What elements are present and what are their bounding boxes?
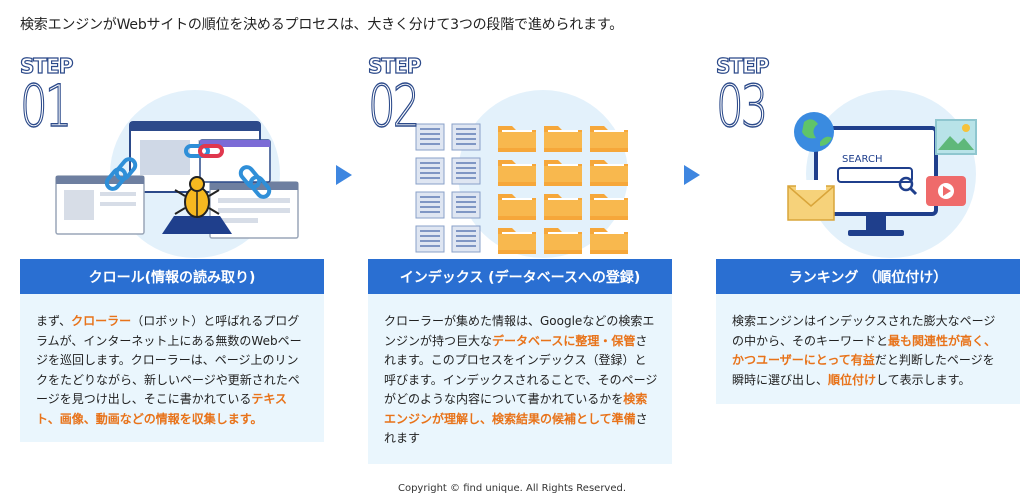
copyright: Copyright © find unique. All Rights Rese… [397, 483, 627, 494]
desc-text: だと判断したページを瞬時に選び出し、 [732, 353, 995, 387]
step-title: インデックス (データベースへの登録) [368, 259, 672, 294]
desc-text: して表示します。 [876, 372, 971, 387]
highlight-text: 順位付け [828, 372, 877, 387]
chain-icon [104, 144, 272, 199]
index-illustration [398, 84, 658, 259]
document-icon [451, 157, 481, 185]
mail-icon [787, 180, 835, 221]
document-icon [415, 225, 445, 253]
step-description: クローラーが集めた情報は、Googleなどの検索エンジンが持つ巨大なデータベース… [368, 294, 672, 464]
step-label: STEP [715, 54, 770, 78]
document-icon [451, 123, 481, 151]
desc-text: 検索エンジンはインデックスされた膨大なページの中から、そのキーワードと [732, 314, 996, 348]
desc-text: （ロボット）と呼ばれるプログラムが、インターネット上にある無数のWebページを巡… [36, 314, 302, 406]
ranking-illustration: SEARCH [746, 84, 1006, 259]
video-icon [926, 176, 966, 206]
bug-icon [174, 176, 220, 218]
document-icon [451, 191, 481, 219]
step-title: ランキング （順位付け） [716, 259, 1020, 294]
document-icon [415, 191, 445, 219]
document-icon [451, 225, 481, 253]
step-description: まず、クローラー（ロボット）と呼ばれるプログラムが、インターネット上にある無数の… [20, 294, 324, 442]
desc-text: クローラーが集めた情報は、Googleなどの検索エンジンが持つ巨大な [384, 314, 655, 348]
highlight-text: データベースに整理・保管 [492, 333, 636, 348]
step-badge: STEP 01 [19, 54, 90, 146]
step-title: クロール(情報の読み取り) [20, 259, 324, 294]
step-label: STEP [367, 54, 422, 78]
arrow-right-icon [336, 165, 352, 185]
step-number: 03 [715, 72, 768, 140]
highlight-text: 最も関連性が高く、かつユーザーにとって有益 [732, 333, 997, 368]
search-label: SEARCH [842, 154, 882, 165]
step-number: 02 [367, 72, 420, 140]
image-icon [935, 119, 977, 155]
step-description: 検索エンジンはインデックスされた膨大なページの中から、そのキーワードと最も関連性… [716, 294, 1020, 404]
step-badge: STEP 03 [715, 54, 786, 146]
desc-text: まず、 [36, 314, 72, 328]
document-icon [415, 157, 445, 185]
globe-icon [794, 112, 834, 152]
highlight-text: 検索エンジンが理解し、検索結果の候補として準備 [384, 392, 648, 426]
step-number: 01 [19, 72, 72, 140]
highlight-text: テキスト、画像、動画などの情報を収集します。 [36, 392, 288, 426]
step-label: STEP [19, 54, 74, 78]
crawl-illustration [50, 84, 310, 259]
arrow-right-icon [684, 165, 700, 185]
intro-text: 検索エンジンがWebサイトの順位を決めるプロセスは、大きく分けて3つの段階で進め… [20, 17, 624, 33]
desc-text: されます。このプロセスをインデックス（登録）と呼びます。インデックスされることで… [384, 333, 658, 407]
highlight-text: クローラー [71, 314, 132, 328]
magnifier-icon [898, 176, 914, 192]
step-badge: STEP 02 [367, 54, 438, 146]
desc-text: されます [384, 411, 648, 446]
